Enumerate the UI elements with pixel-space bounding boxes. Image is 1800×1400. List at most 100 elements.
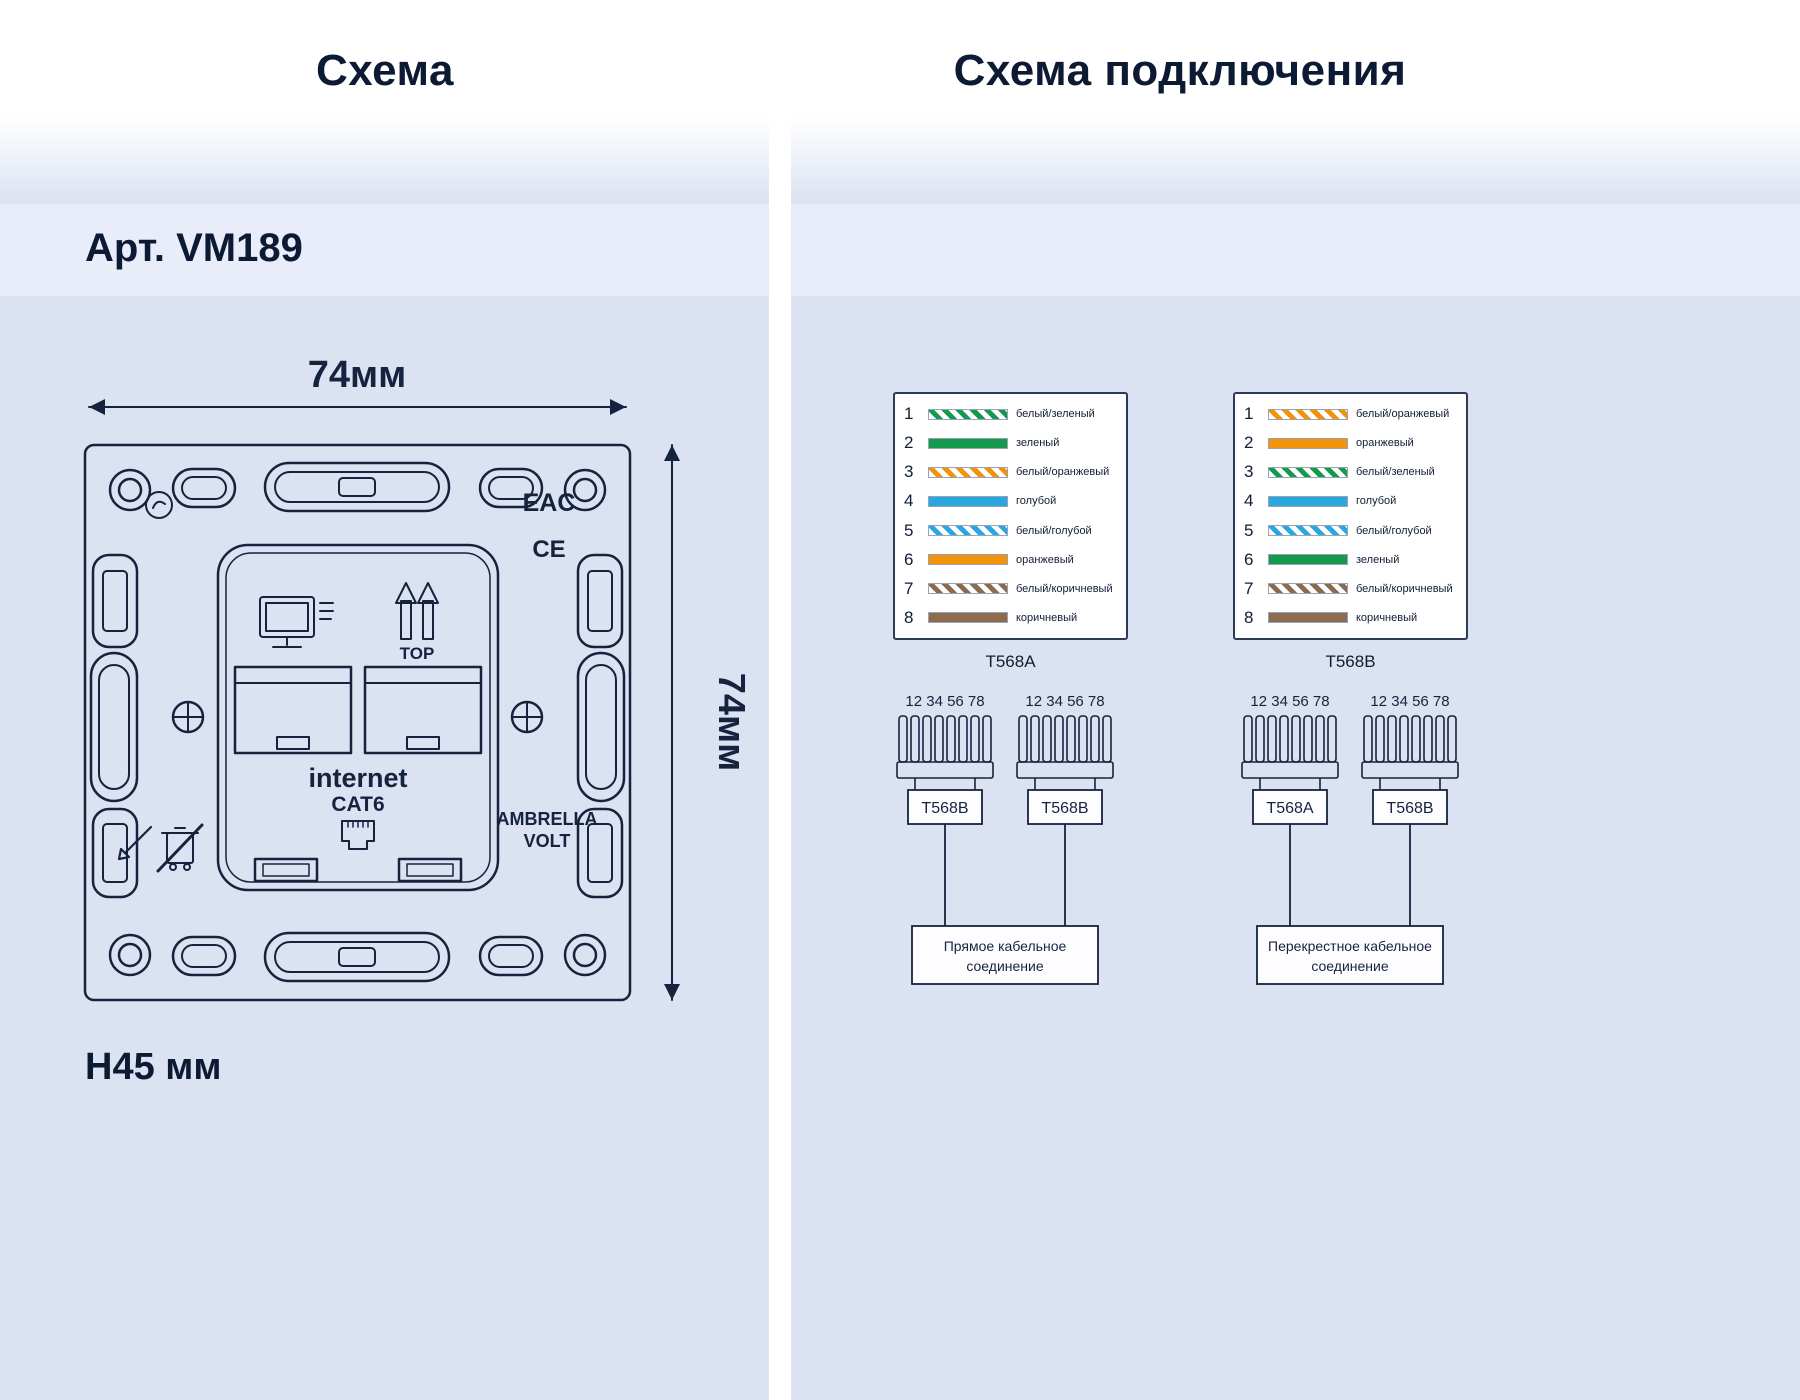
- connection-caption-line2: соединение: [1311, 958, 1388, 974]
- top-mounting-slots: [171, 461, 544, 513]
- wire-row: 6 зеленый: [1244, 547, 1457, 573]
- plug-standard-label: T568B: [1386, 800, 1433, 817]
- wire-color-swatch: [928, 554, 1008, 566]
- rj45-jack-icon: [341, 820, 375, 850]
- pin-number: 7: [904, 578, 914, 598]
- bottom-mounting-slots: [171, 931, 544, 983]
- wire-color-label: белый/коричневый: [1356, 582, 1453, 595]
- rj45-plug-icon: [1241, 715, 1339, 791]
- wire-row: 7 белый/коричневый: [1244, 576, 1457, 602]
- pin-number: 3: [1244, 462, 1254, 482]
- internet-label: internet: [308, 763, 407, 793]
- connection-caption-line2: соединение: [966, 958, 1043, 974]
- top-orientation-arrows-icon: [395, 582, 439, 640]
- connection-caption-line1: Перекрестное кабельное: [1268, 938, 1432, 954]
- wire-color-swatch: [1268, 408, 1348, 420]
- no-dispose-icon: [156, 823, 204, 873]
- arrowhead: [89, 399, 105, 415]
- module-lower-latches: [253, 857, 463, 883]
- wire-color-label: оранжевый: [1016, 553, 1074, 566]
- pin-number: 1: [1244, 404, 1254, 423]
- height-dimension-label: 74мм: [710, 673, 745, 772]
- pin-order-label: 12 34 56 78: [1025, 693, 1104, 710]
- keystone-openings: [233, 665, 483, 755]
- connection-caption-box: [1256, 925, 1444, 985]
- connection-caption-box: [911, 925, 1099, 985]
- right-mounting-slots: [576, 553, 626, 899]
- wire-color-label: зеленый: [1016, 437, 1060, 450]
- wire-color-label: белый/коричневый: [1016, 582, 1113, 595]
- eac-mark: EAC: [523, 489, 576, 517]
- wire-color-label: голубой: [1016, 495, 1057, 508]
- left-mounting-slots: [89, 553, 139, 899]
- wire-row: 5 белый/голубой: [1244, 518, 1457, 544]
- wire-color-swatch: [1268, 466, 1348, 478]
- right-column-title: Схема подключения: [953, 46, 1407, 95]
- wire-color-swatch: [928, 437, 1008, 449]
- logo-mark-icon: [145, 491, 173, 519]
- wire-color-swatch: [928, 408, 1008, 420]
- plug-standard-label: T568B: [1041, 800, 1088, 817]
- crossover-connection-diagram: 12 34 56 78 12 34 56 78 T568A T568B Пере…: [1241, 693, 1459, 985]
- cat6-label: CAT6: [331, 793, 384, 816]
- pin-order-label: 12 34 56 78: [905, 693, 984, 710]
- pin-number: 6: [1244, 549, 1254, 569]
- arrowhead: [664, 984, 680, 1000]
- wiring-table-caption-t568a: T568A: [985, 652, 1036, 671]
- wire-color-swatch: [1268, 583, 1348, 595]
- connection-caption-line1: Прямое кабельное: [944, 938, 1067, 954]
- wire-color-swatch: [1268, 437, 1348, 449]
- wire-row: 8 коричневый: [1244, 605, 1457, 631]
- wire-color-swatch: [928, 495, 1008, 507]
- wire-color-label: коричневый: [1016, 611, 1078, 624]
- wire-color-swatch: [928, 583, 1008, 595]
- wire-color-label: белый/голубой: [1356, 524, 1432, 537]
- pin-number: 8: [1244, 607, 1254, 627]
- wire-row: 6 оранжевый: [904, 547, 1117, 573]
- wire-color-label: коричневый: [1356, 611, 1418, 624]
- pen-icon: [117, 825, 153, 861]
- wire-color-swatch: [1268, 612, 1348, 624]
- pin-number: 6: [904, 549, 914, 569]
- wire-color-label: оранжевый: [1356, 437, 1414, 450]
- plug-standard-label: T568B: [921, 800, 968, 817]
- rj45-plug-icon: [1016, 715, 1114, 791]
- rj45-plug-icon: [896, 715, 994, 791]
- computer-icon: [259, 596, 334, 648]
- wire-color-label: зеленый: [1356, 553, 1400, 566]
- pin-number: 7: [1244, 578, 1254, 598]
- pin-number: 4: [904, 491, 914, 511]
- mounting-frame-outline: [83, 443, 632, 1002]
- pin-number: 1: [904, 404, 914, 423]
- pin-number: 5: [1244, 520, 1254, 540]
- brand-label-line2: VOLT: [524, 831, 571, 851]
- pin-number: 4: [1244, 491, 1254, 511]
- wire-color-swatch: [1268, 525, 1348, 537]
- arrowhead: [610, 399, 626, 415]
- article-band: [0, 204, 1800, 296]
- wire-color-swatch: [928, 466, 1008, 478]
- pin-number: 3: [904, 462, 914, 482]
- article-number: Арт. VM189: [85, 226, 303, 270]
- wire-color-swatch: [928, 612, 1008, 624]
- pin-order-label: 12 34 56 78: [1250, 693, 1329, 710]
- rj45-plug-icon: [1361, 715, 1459, 791]
- socket-module: [216, 543, 500, 892]
- depth-label: H45 мм: [85, 1046, 222, 1088]
- plug-standard-label: T568A: [1266, 800, 1313, 817]
- wire-color-label: белый/зеленый: [1356, 466, 1435, 479]
- left-column-title: Схема: [316, 46, 454, 95]
- header-band: [0, 0, 1800, 116]
- wire-row: 4 голубой: [904, 488, 1117, 514]
